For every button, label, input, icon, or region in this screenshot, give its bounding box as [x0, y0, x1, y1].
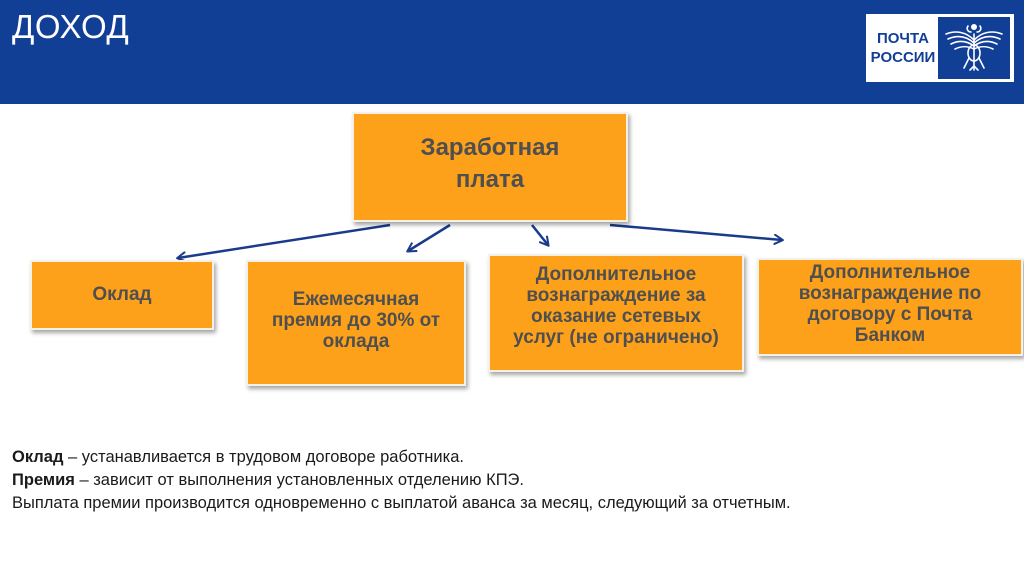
root-box-label: Заработная плата	[420, 134, 560, 193]
child-box-pochta-bank-reward: Дополнительное вознаграждение по договор…	[757, 258, 1023, 356]
logo-text: ПОЧТА РОССИИ	[870, 29, 936, 67]
note-line-oklad: Оклад – устанавливается в трудовом догов…	[12, 446, 1012, 469]
arrow-to-pochta-bank	[609, 223, 782, 240]
root-box-salary: Заработная плата	[352, 112, 628, 222]
logo-text-line1: ПОЧТА	[876, 30, 930, 47]
header-bar: ДОХОД ПОЧТА РОССИИ	[0, 0, 1024, 104]
child-box-label: Дополнительное вознаграждение за оказани…	[513, 264, 719, 348]
logo-text-line2: РОССИИ	[870, 49, 936, 66]
page-title: ДОХОД	[12, 8, 130, 45]
note-text: Выплата премии производится одновременно…	[12, 494, 791, 512]
child-box-label: Ежемесячная премия до 30% от оклада	[271, 289, 441, 352]
child-box-label: Дополнительное вознаграждение по договор…	[798, 262, 982, 346]
arrow-to-monthly-bonus	[408, 223, 451, 251]
child-box-label: Оклад	[92, 284, 152, 305]
note-line-payment: Выплата премии производится одновременно…	[12, 492, 1012, 515]
pochta-rossii-logo: ПОЧТА РОССИИ	[866, 14, 1014, 82]
note-text: – зависит от выполнения установленных от…	[74, 471, 524, 489]
child-box-network-services-reward: Дополнительное вознаграждение за оказани…	[488, 254, 744, 372]
child-box-monthly-bonus: Ежемесячная премия до 30% от оклада	[246, 260, 466, 386]
notes-block: Оклад – устанавливается в трудовом догов…	[12, 446, 1012, 515]
note-term: Премия	[12, 471, 75, 489]
eagle-emblem-svg	[945, 24, 1003, 71]
arrow-to-oklad	[178, 223, 391, 258]
note-text: – устанавливается в трудовом договоре ра…	[63, 448, 464, 466]
double-headed-eagle-icon	[938, 17, 1010, 79]
arrow-to-network-services	[531, 224, 548, 245]
note-line-premiya: Премия – зависит от выполнения установле…	[12, 469, 1012, 492]
child-box-oklad: Оклад	[30, 260, 214, 330]
note-term: Оклад	[12, 448, 64, 466]
